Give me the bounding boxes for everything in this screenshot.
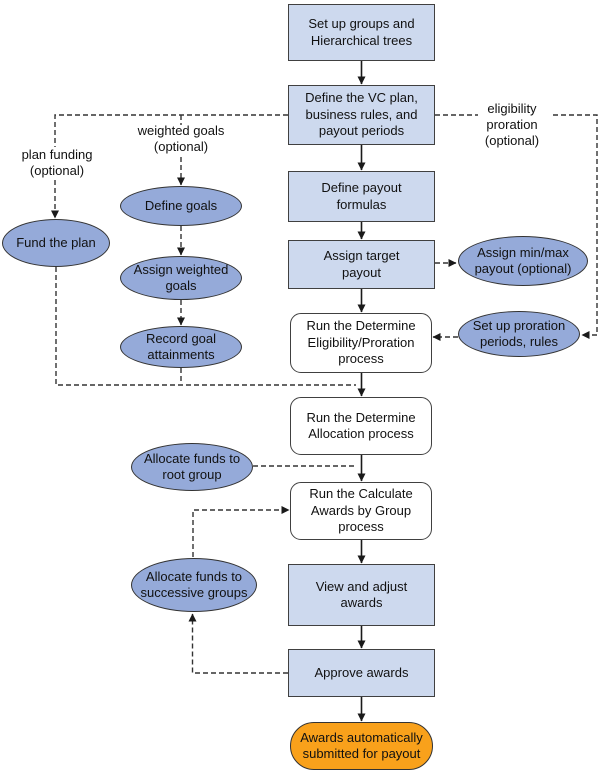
node-define-payout-formulas: Define payout formulas — [288, 171, 435, 222]
node-run-determine-allocation: Run the Determine Allocation process — [290, 397, 432, 455]
node-assign-weighted-goals: Assign weighted goals — [120, 256, 242, 300]
node-run-calculate-awards: Run the Calculate Awards by Group proces… — [290, 482, 432, 540]
node-approve-awards: Approve awards — [288, 649, 435, 697]
node-set-up-groups: Set up groups and Hierarchical trees — [288, 4, 435, 61]
annotation-weighted-goals: weighted goals (optional) — [137, 123, 225, 154]
node-assign-minmax-payout: Assign min/max payout (optional) — [458, 236, 588, 286]
node-awards-submitted: Awards automatically submitted for payou… — [290, 722, 433, 770]
annotation-plan-funding: plan funding (optional) — [21, 147, 93, 178]
node-allocate-root-group: Allocate funds to root group — [131, 443, 253, 491]
annotation-eligibility-proration: eligibility proration (optional) — [484, 101, 540, 148]
node-assign-target-payout: Assign target payout — [288, 240, 435, 289]
node-run-determine-eligibility-proration: Run the Determine Eligibility/Proration … — [290, 313, 432, 373]
node-record-goal-attainments: Record goal attainments — [120, 326, 242, 368]
node-allocate-successive-groups: Allocate funds to successive groups — [131, 558, 257, 612]
node-fund-the-plan: Fund the plan — [2, 219, 110, 267]
node-view-adjust-awards: View and adjust awards — [288, 564, 435, 626]
node-define-vc-plan: Define the VC plan, business rules, and … — [288, 85, 435, 145]
node-set-up-proration: Set up proration periods, rules — [458, 311, 580, 357]
node-define-goals: Define goals — [120, 186, 242, 226]
